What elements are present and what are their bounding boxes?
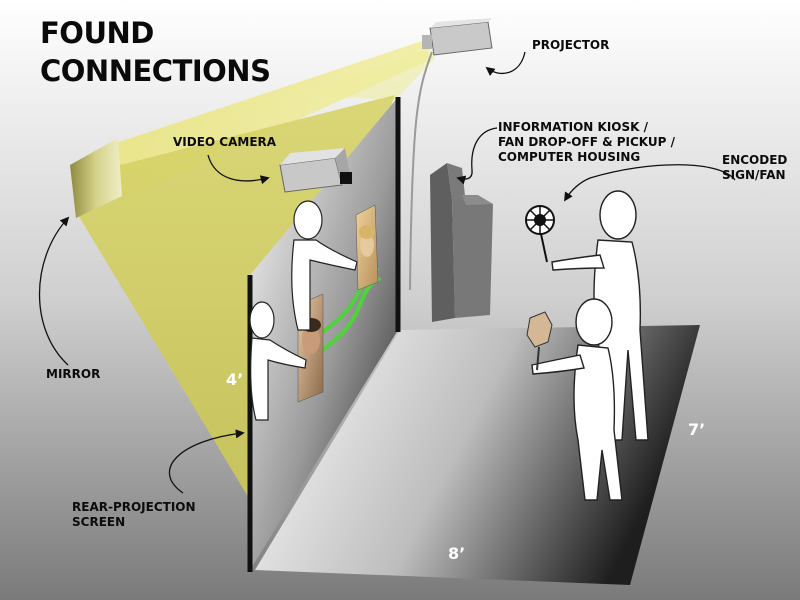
- video-camera-device: [279, 148, 352, 193]
- label-mirror: MIRROR: [46, 367, 101, 381]
- title-line-1: FOUND: [40, 16, 154, 50]
- figure-behind-screen-2: [249, 301, 307, 421]
- projector-device: [422, 18, 493, 56]
- label-encoded-sign: ENCODED SIGN/FAN: [722, 153, 787, 183]
- dimension-height: 4’: [226, 370, 244, 389]
- projector-arrow: [485, 51, 526, 77]
- label-projector: PROJECTOR: [532, 38, 610, 52]
- mirror-arrow: [38, 216, 70, 366]
- label-kiosk-line-3: COMPUTER HOUSING: [498, 150, 641, 164]
- label-screen-line-1: REAR-PROJECTION: [72, 500, 196, 514]
- label-kiosk-line-2: FAN DROP-OFF & PICKUP /: [498, 135, 675, 149]
- label-kiosk-line-1: INFORMATION KIOSK /: [498, 120, 648, 134]
- video-camera-arrow: [207, 154, 270, 185]
- mirror-beam: [75, 95, 395, 500]
- label-rear-projection-screen: REAR-PROJECTION SCREEN: [72, 500, 196, 530]
- wooden-fan: [526, 311, 553, 371]
- label-screen-line-2: SCREEN: [72, 515, 126, 529]
- encoded-sign-fan: [525, 205, 555, 263]
- mirror-panel: [70, 138, 122, 218]
- dimension-depth: 7’: [688, 420, 706, 439]
- screen-arrow: [168, 429, 245, 494]
- projected-face-photo-2: [355, 204, 379, 291]
- label-information-kiosk: INFORMATION KIOSK / FAN DROP-OFF & PICKU…: [498, 120, 675, 165]
- person-holding-fan: [531, 298, 623, 501]
- encoded-sign-arrow: [564, 164, 736, 202]
- dimension-width: 8’: [448, 544, 466, 563]
- label-sign-line-2: SIGN/FAN: [722, 168, 786, 182]
- label-video-camera: VIDEO CAMERA: [173, 135, 277, 149]
- figure-behind-screen-1: [291, 200, 358, 331]
- projector-cable: [409, 51, 433, 291]
- title-line-2: CONNECTIONS: [40, 54, 271, 88]
- projector-beam-upper: [300, 48, 435, 100]
- page-title: FOUND CONNECTIONS: [40, 14, 271, 90]
- kiosk-arrow: [456, 127, 498, 185]
- label-sign-line-1: ENCODED: [722, 153, 788, 167]
